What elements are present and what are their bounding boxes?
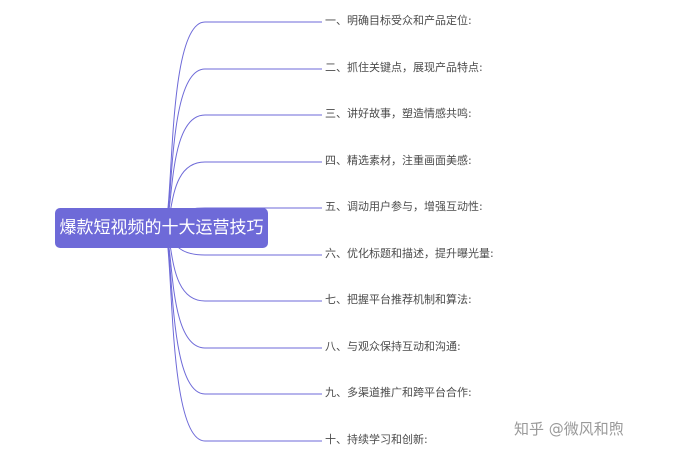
- branch-label-6[interactable]: 六、优化标题和描述，提升曝光量:: [325, 247, 494, 260]
- branch-label-5[interactable]: 五、调动用户参与，增强互动性:: [325, 200, 483, 213]
- watermark: 知乎 @微风和煦: [514, 420, 624, 438]
- connector-1: [162, 21, 322, 229]
- branch-label-10[interactable]: 十、持续学习和创新:: [325, 433, 428, 446]
- connector-2: [162, 68, 322, 229]
- branch-label-2[interactable]: 二、抓住关键点，展现产品特点:: [325, 61, 483, 74]
- branch-label-7[interactable]: 七、把握平台推荐机制和算法:: [325, 293, 472, 306]
- branch-label-3[interactable]: 三、讲好故事，塑造情感共鸣:: [325, 107, 472, 120]
- branch-label-8[interactable]: 八、与观众保持互动和沟通:: [325, 340, 461, 353]
- connector-9: [162, 227, 322, 395]
- branch-label-4[interactable]: 四、精选素材，注重画面美感:: [325, 154, 472, 167]
- root-topic-node[interactable]: 爆款短视频的十大运营技巧: [55, 208, 268, 248]
- branch-label-1[interactable]: 一、明确目标受众和产品定位:: [325, 14, 472, 27]
- branch-label-9[interactable]: 九、多渠道推广和跨平台合作:: [325, 386, 472, 399]
- connector-10: [162, 227, 322, 442]
